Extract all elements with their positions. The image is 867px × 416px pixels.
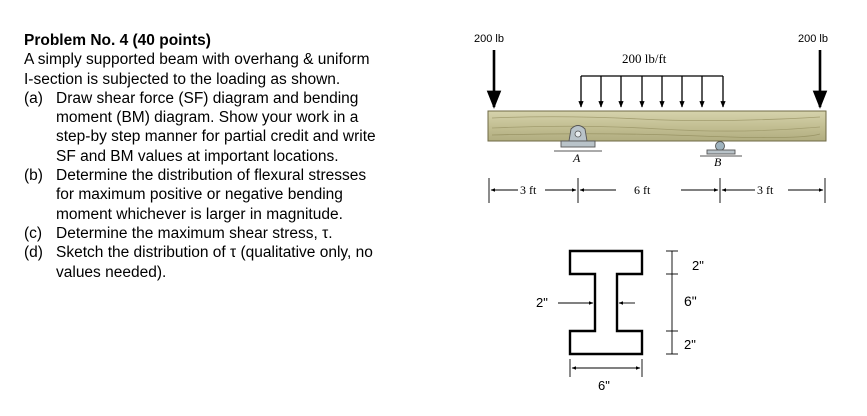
section-height-dimension [666,250,678,355]
part-d: (d) Sketch the distribution of τ (qualit… [24,243,469,282]
problem-intro-line-2: I-section is subjected to the loading as… [24,70,341,88]
right-load-label: 200 lb [798,33,828,45]
span-dimensions [488,178,826,203]
problem-intro-line-1: A simply supported beam with overhang & … [24,51,370,69]
left-point-load: 200 lb [474,33,504,109]
part-d-line-2: values needed). [56,263,167,281]
part-a-line-2: moment (BM) diagram. Show your work in a [56,109,359,127]
part-b-line-1: Determine the distribution of flexural s… [56,167,367,185]
part-c-line-1: Determine the maximum shear stress, τ. [56,224,333,242]
part-b-line-2: for maximum positive or negative bending [56,186,343,204]
pin-support-a: A [554,125,602,165]
dim-right-label: 3 ft [757,183,774,197]
flange-width-dim: 6" [598,378,610,393]
top-flange-dim: 2" [692,258,704,273]
distributed-load: 200 lb/ft [578,51,726,108]
part-b-label: (b) [24,167,43,185]
beam [487,110,827,142]
web-width-dim: 2" [536,295,548,310]
web-height-dim: 6" [684,293,697,309]
part-b: (b) Determine the distribution of flexur… [24,166,469,224]
i-section [568,249,644,356]
part-d-label: (d) [24,244,43,262]
part-a-line-3: step-by step manner for partial credit a… [56,128,376,146]
part-a: (a) Draw shear force (SF) diagram and be… [24,89,469,166]
roller-support-b: B [700,141,742,169]
bottom-flange-dim: 2" [684,337,696,352]
part-c-label: (c) [24,224,43,242]
part-a-line-4: SF and BM values at important locations. [56,147,339,165]
problem-title: Problem No. 4 (40 points) [24,32,211,49]
dim-middle-label: 6 ft [634,183,651,197]
support-b-label: B [714,155,722,169]
right-point-load: 200 lb [798,33,828,109]
dim-left-label: 3 ft [520,183,537,197]
part-a-label: (a) [24,89,43,107]
part-a-line-1: Draw shear force (SF) diagram and bendin… [56,89,359,107]
part-b-line-3: moment whichever is larger in magnitude. [56,205,343,223]
support-a-label: A [572,151,581,165]
left-load-label: 200 lb [474,33,504,45]
distributed-load-label: 200 lb/ft [622,51,667,66]
flange-width-dimension [569,359,643,377]
part-d-line-1: Sketch the distribution of τ (qualitativ… [56,244,373,262]
problem-statement: Problem No. 4 (40 points) A simply suppo… [24,31,469,282]
part-c: (c) Determine the maximum shear stress, … [24,224,469,243]
